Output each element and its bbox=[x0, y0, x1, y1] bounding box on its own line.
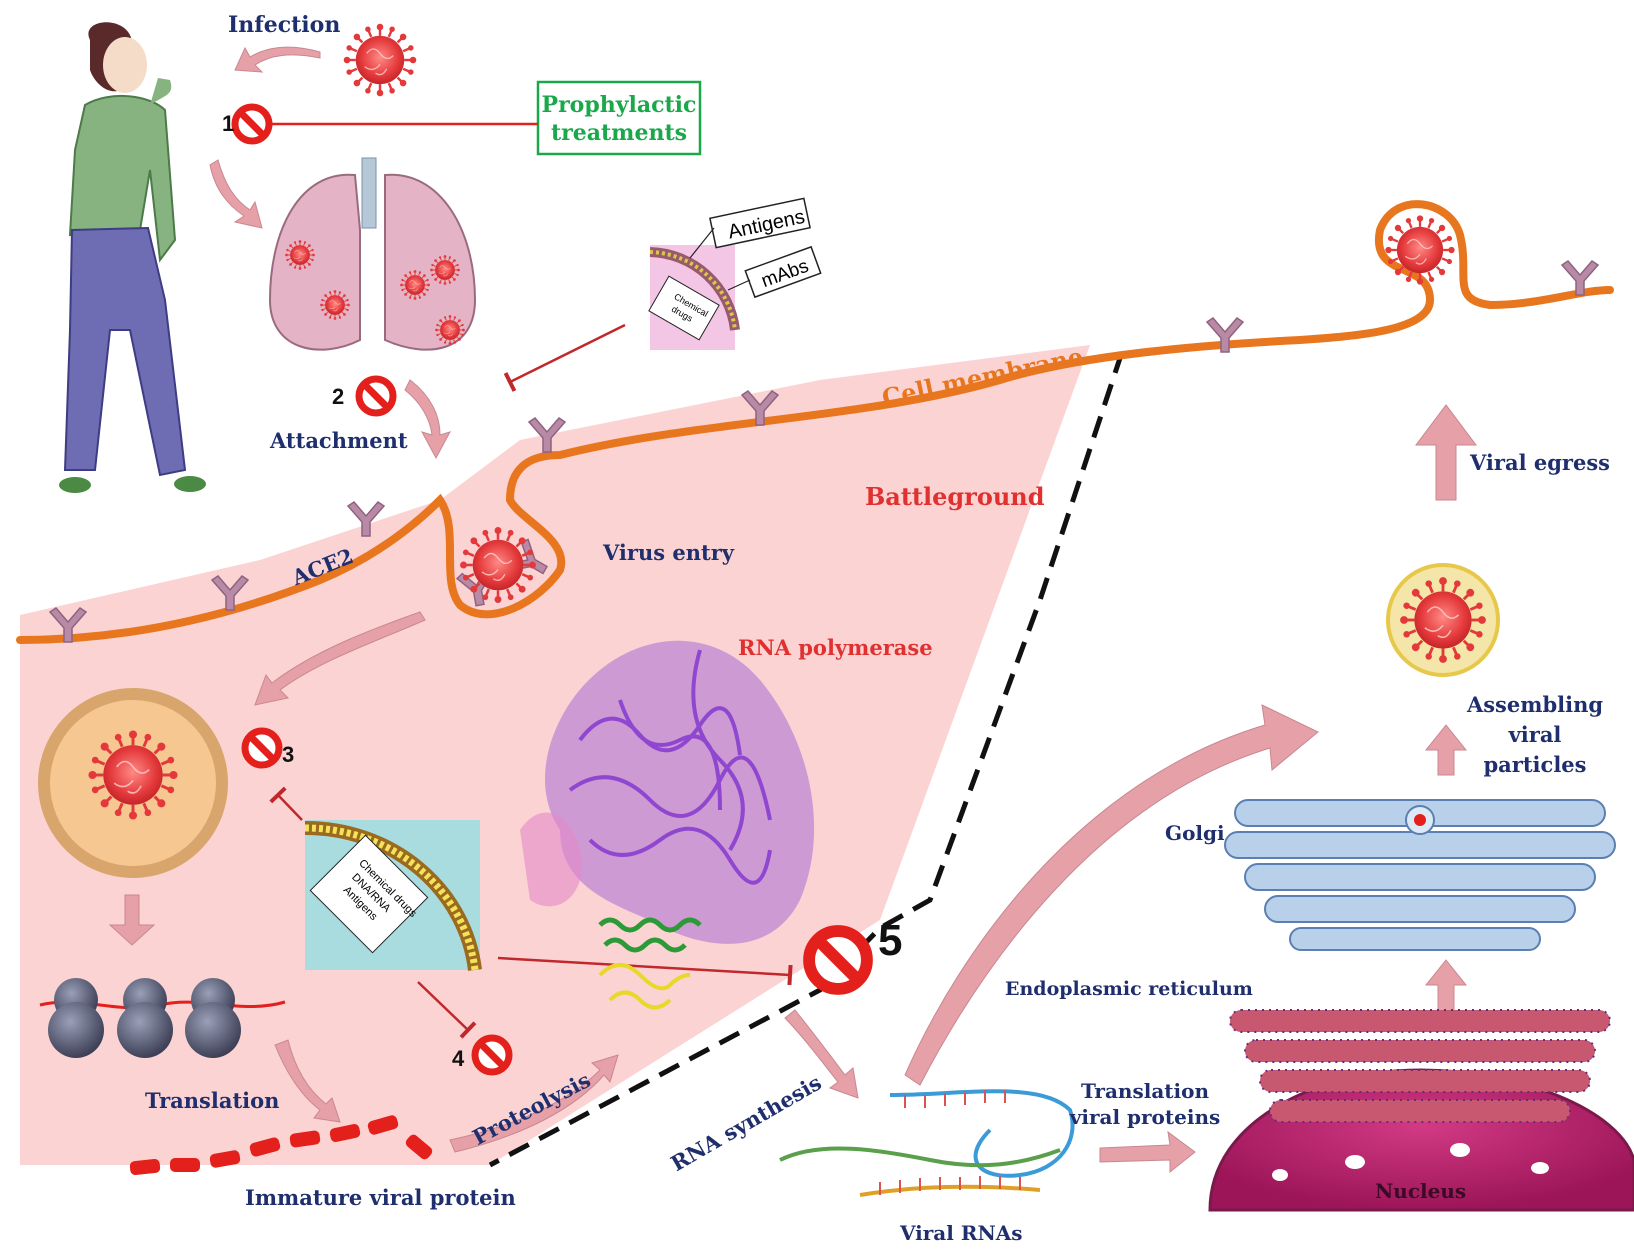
virus-budding bbox=[1384, 214, 1456, 286]
inhibition-to-step4 bbox=[417, 981, 477, 1039]
label-viral-rnas: Viral RNAs bbox=[899, 1221, 1023, 1245]
inhibition-sign-step1 bbox=[235, 107, 269, 141]
virus-in-lung bbox=[399, 269, 431, 301]
arrow-attachment bbox=[404, 379, 452, 460]
inhibition-sign-step4 bbox=[475, 1038, 509, 1072]
virus-in-lung bbox=[429, 254, 461, 286]
arrow-to-golgi bbox=[904, 704, 1319, 1086]
virus-in-endosome bbox=[86, 728, 180, 822]
label-assembling-3: particles bbox=[1484, 752, 1587, 777]
virus-in-lung bbox=[284, 239, 316, 271]
flow-arrows bbox=[108, 46, 1477, 1174]
inhibition-sign-step5 bbox=[809, 931, 867, 989]
label-golgi: Golgi bbox=[1165, 821, 1225, 845]
arrow-infection bbox=[234, 46, 321, 73]
viral-rnas bbox=[779, 1089, 1075, 1197]
arrow-endocytosis bbox=[254, 611, 426, 706]
arrow-viral-egress bbox=[1415, 404, 1477, 501]
lungs bbox=[268, 157, 477, 351]
label-immature-viral-protein: Immature viral protein bbox=[245, 1185, 516, 1210]
virus-in-lung bbox=[319, 289, 351, 321]
arrow-golgi-to-vesicle bbox=[1424, 724, 1468, 776]
label-battleground: Battleground bbox=[865, 482, 1045, 511]
label-rna-synthesis: RNA synthesis bbox=[666, 1070, 825, 1176]
arrow-translation-viral bbox=[1099, 1130, 1196, 1174]
label-rna-polymerase: RNA polymerase bbox=[738, 635, 933, 660]
inhibition-sign-step2 bbox=[359, 379, 393, 413]
battleground-boundary bbox=[488, 351, 1125, 1168]
step-number-1: 1 bbox=[222, 111, 234, 136]
label-endoplasmic-reticulum: Endoplasmic reticulum bbox=[1005, 978, 1253, 1000]
nanoparticle-middle bbox=[304, 820, 482, 971]
prophylactic-box bbox=[536, 80, 702, 156]
nanoparticle-top bbox=[648, 245, 740, 350]
arrow-to-immature bbox=[274, 1039, 341, 1123]
rna-polymerase-structure bbox=[520, 640, 815, 1010]
step-number-4: 4 bbox=[452, 1046, 465, 1071]
virus-in-lung bbox=[434, 314, 466, 346]
virus-infection bbox=[342, 22, 418, 98]
mabs-box bbox=[744, 245, 822, 299]
endoplasmic-reticulum bbox=[1229, 1009, 1611, 1123]
label-translation-viral-2: viral proteins bbox=[1069, 1105, 1221, 1129]
inhibition-to-step5 bbox=[497, 956, 793, 986]
label-prophylactic-1: Prophylactic bbox=[542, 92, 697, 118]
label-assembling-1: Assembling bbox=[1466, 692, 1603, 717]
label-attachment: Attachment bbox=[269, 428, 408, 453]
label-virus-entry: Virus entry bbox=[602, 540, 735, 565]
arrow-proteolysis bbox=[449, 1054, 619, 1153]
label-translation: Translation bbox=[145, 1088, 279, 1113]
ribosomes bbox=[39, 978, 286, 1058]
step-number-2: 2 bbox=[332, 384, 344, 409]
step-number-5: 5 bbox=[878, 916, 902, 965]
label-viral-egress: Viral egress bbox=[1469, 450, 1610, 475]
label-assembling-2: viral bbox=[1508, 722, 1562, 747]
arrow-rna-synthesis bbox=[784, 1009, 859, 1099]
label-prophylactic-2: treatments bbox=[551, 120, 687, 146]
label-infection: Infection bbox=[228, 12, 340, 38]
label-nucleus: Nucleus bbox=[1375, 1179, 1466, 1203]
virus-entry bbox=[458, 525, 538, 605]
virus-assembled bbox=[1398, 575, 1488, 665]
infected-person bbox=[59, 22, 206, 493]
inhibition-to-step3 bbox=[269, 786, 303, 821]
arrow-to-lungs bbox=[209, 159, 263, 229]
nanoparticle-inhibition bbox=[503, 323, 626, 392]
immature-protein-chain bbox=[129, 1115, 433, 1176]
label-translation-viral-1: Translation bbox=[1081, 1079, 1209, 1103]
antigens-box bbox=[709, 197, 811, 249]
cell-membrane bbox=[16, 200, 1614, 644]
step-number-3: 3 bbox=[282, 742, 294, 767]
arrow-to-translation bbox=[108, 894, 156, 946]
inhibition-sign-step3 bbox=[245, 731, 279, 765]
golgi bbox=[1224, 799, 1616, 951]
